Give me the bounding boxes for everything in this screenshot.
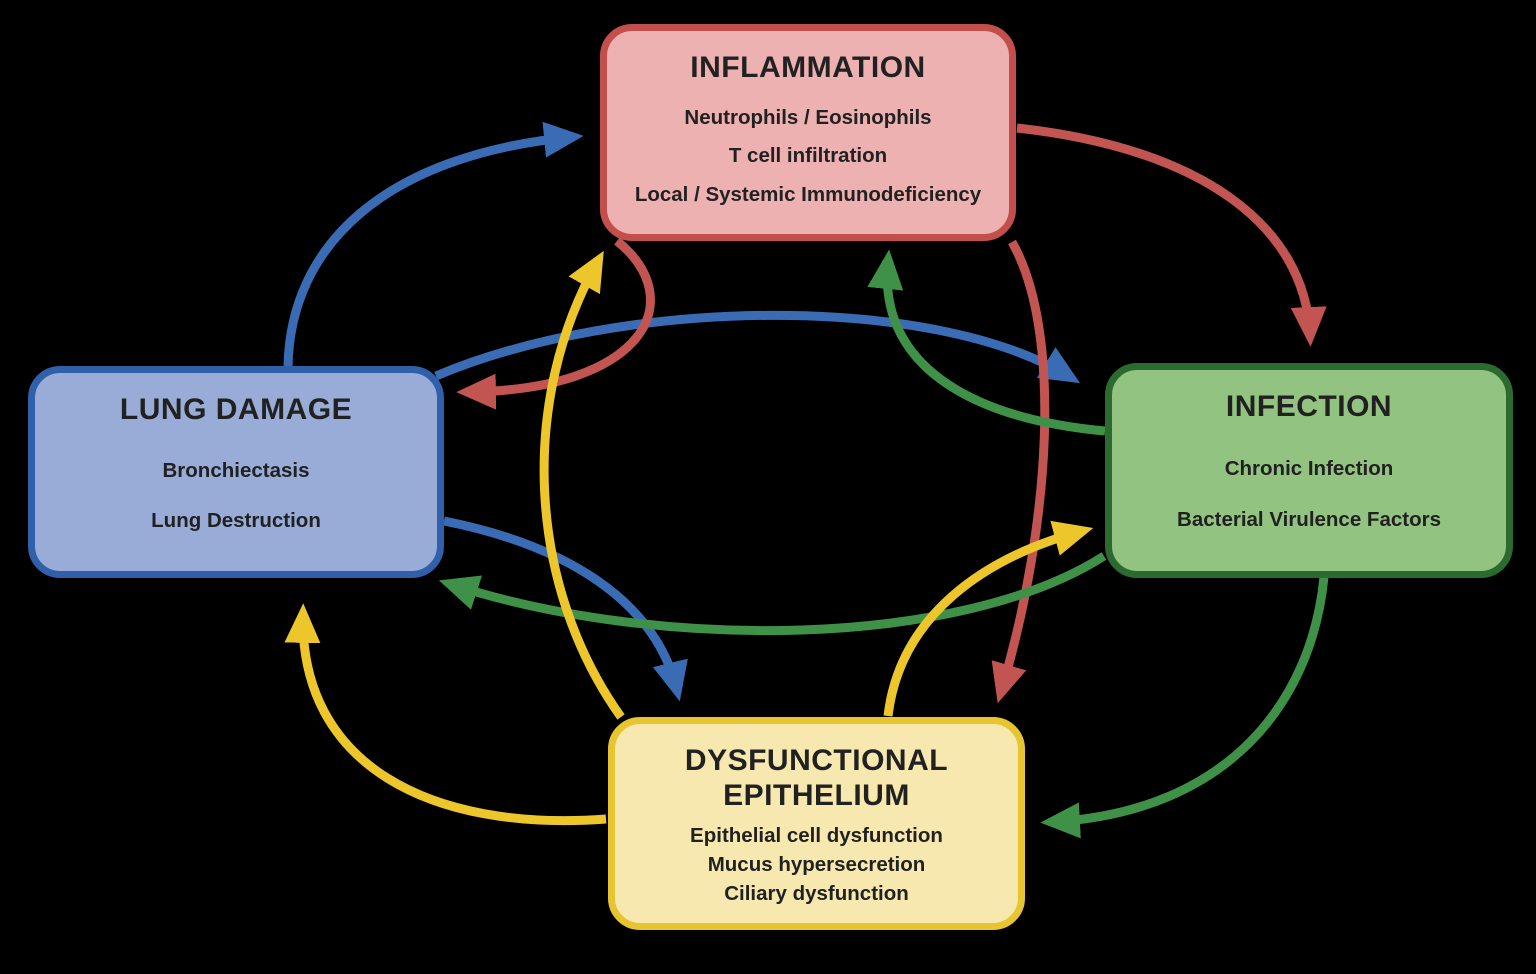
inflammation-items: Neutrophils / Eosinophils T cell infiltra… — [617, 86, 999, 223]
inflammation-box: INFLAMMATION Neutrophils / Eosinophils T … — [600, 24, 1016, 241]
arrow-epithelium-to-lung — [284, 603, 607, 826]
box-item: Neutrophils / Eosinophils — [684, 105, 932, 129]
arrow-lung-to-infection — [434, 310, 1081, 384]
arrow-lung-to-inflammation — [283, 121, 584, 368]
lung-damage-title: LUNG DAMAGE — [119, 393, 353, 426]
arrow-epithelium-to-inflammation — [539, 250, 625, 720]
arrow-inflammation-to-lung — [456, 237, 655, 410]
arrow-inflammation-to-infection — [1016, 123, 1327, 347]
box-item: Chronic Infection — [1224, 456, 1394, 480]
dysfunctional-epithelium-box: DYSFUNCTIONAL EPITHELIUM Epithelial cell… — [608, 717, 1025, 930]
arrow-epithelium-to-infection — [883, 520, 1094, 717]
arrow-lung-to-epithelium — [443, 516, 688, 702]
arrow-infection-to-epithelium — [1040, 576, 1329, 839]
box-item: T cell infiltration — [728, 144, 888, 168]
infection-title: INFECTION — [1225, 390, 1393, 423]
box-item: Local / Systemic Immunodeficiency — [634, 183, 982, 207]
box-item: Epithelial cell dysfunction — [690, 823, 943, 847]
box-item: Lung Destruction — [151, 508, 321, 532]
inflammation-title: INFLAMMATION — [690, 51, 926, 84]
arrow-inflammation-to-epithelium — [991, 239, 1050, 704]
dysfunctional-epithelium-title: DYSFUNCTIONAL EPITHELIUM — [684, 744, 949, 812]
arrow-infection-to-inflammation — [867, 249, 1106, 436]
box-item: Bronchiectasis — [162, 458, 310, 482]
box-item: Bacterial Virulence Factors — [1177, 507, 1441, 531]
arrow-infection-to-lung — [438, 552, 1107, 636]
box-item: Ciliary dysfunction — [724, 881, 909, 905]
box-item: Mucus hypersecretion — [707, 852, 926, 876]
